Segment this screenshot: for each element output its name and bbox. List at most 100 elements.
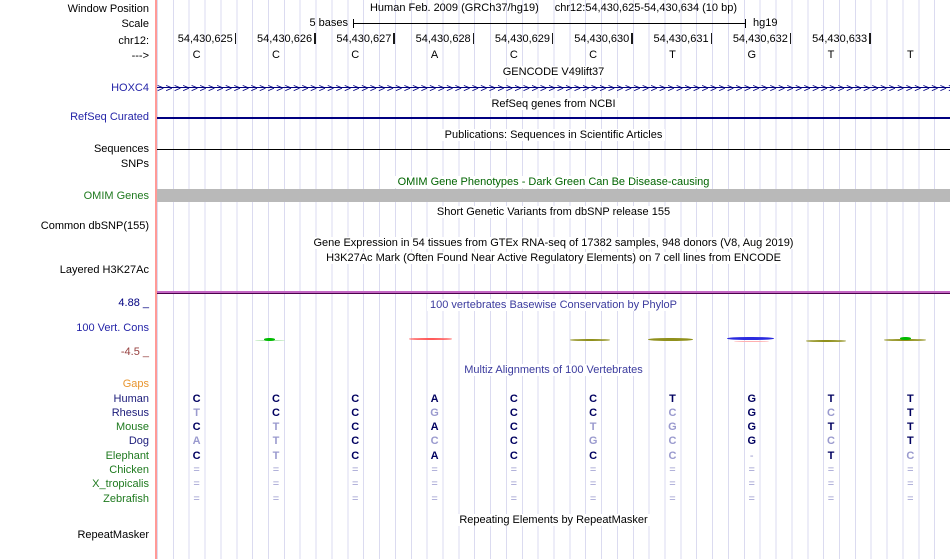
species-label-x_tropicalis[interactable]: X_tropicalis (92, 478, 149, 491)
alignment-base: = (589, 478, 597, 491)
phylop-conservation-track[interactable] (157, 0, 950, 559)
alignment-base: = (669, 492, 676, 505)
alignment-base: = (748, 478, 755, 491)
ruler-position: 54,430,632 (712, 33, 792, 46)
alignment-base: G (588, 435, 598, 448)
reference-base: C (192, 49, 201, 61)
track-label-100-vert-cons[interactable]: 100 Vert. Cons (76, 322, 149, 334)
omim-gene-bar[interactable] (157, 189, 950, 202)
alignment-base: C (827, 406, 835, 419)
alignment-row-label-gaps[interactable]: Gaps (122, 378, 149, 390)
alignment-base: C (827, 435, 835, 448)
track-label-snps[interactable]: SNPs (120, 158, 149, 170)
title-dbsnp: Short Genetic Variants from dbSNP releas… (157, 206, 950, 218)
alignment-base: = (193, 492, 200, 505)
alignment-base: = (907, 464, 914, 477)
conservation-min-value: -4.5 _ (120, 346, 149, 358)
alignment-base: C (509, 406, 518, 419)
alignment-base: C (668, 435, 677, 448)
species-label-rhesus[interactable]: Rhesus (111, 406, 149, 419)
species-label-human[interactable]: Human (113, 392, 149, 405)
alignment-base: T (669, 392, 676, 405)
title-h3k27ac: H3K27Ac Mark (Often Found Near Active Re… (157, 252, 950, 264)
alignment-base: = (510, 478, 518, 491)
alignment-base: C (192, 392, 201, 405)
alignment-base: = (193, 478, 200, 491)
species-label-dog[interactable]: Dog (128, 435, 149, 448)
genome-assembly-tag: hg19 (753, 17, 778, 29)
species-label-mouse[interactable]: Mouse (115, 421, 149, 434)
conservation-mark (409, 338, 452, 340)
ruler-tick (789, 33, 792, 44)
reference-base: C (589, 49, 598, 61)
track-label-refseq-curated[interactable]: RefSeq Curated (70, 111, 149, 123)
conservation-mark (806, 340, 846, 342)
layered-h3k27ac-signal-line[interactable] (157, 291, 950, 294)
alignment-base: = (748, 464, 755, 477)
ruler-tick (234, 33, 237, 44)
species-label-elephant[interactable]: Elephant (105, 449, 149, 462)
scale-bar-left-tick (353, 19, 354, 28)
alignment-base: C (351, 392, 360, 405)
alignment-base: = (589, 464, 597, 477)
track-label-omim-genes[interactable]: OMIM Genes (83, 190, 149, 202)
scale-bar-right-tick (745, 19, 746, 28)
title-phylop-conservation: 100 vertebrates Basewise Conservation by… (157, 299, 950, 311)
ruler-position: 54,430,625 (157, 33, 237, 46)
title-refseq: RefSeq genes from NCBI (157, 98, 950, 110)
alignment-base: = (352, 464, 359, 477)
track-label-sequences[interactable]: Sequences (93, 143, 149, 155)
alignment-base: T (906, 421, 914, 434)
alignment-base: C (351, 449, 360, 462)
alignment-base: G (430, 406, 439, 419)
alignment-base: T (906, 392, 914, 405)
reference-base: G (747, 49, 756, 61)
track-label-layered-h3k27ac[interactable]: Layered H3K27Ac (59, 264, 149, 276)
publications-sequences-line[interactable] (157, 149, 950, 150)
alignment-base: - (749, 449, 754, 462)
alignment-base: C (668, 449, 677, 462)
alignment-base: = (272, 492, 280, 505)
chrom-label: chr12: (118, 35, 149, 47)
alignment-base: T (827, 449, 835, 462)
ruler-position: 54,430,626 (236, 33, 316, 46)
alignment-base: C (271, 406, 280, 419)
title-multiz: Multiz Alignments of 100 Vertebrates (157, 364, 950, 376)
ruler-tick (869, 33, 871, 44)
alignment-base: C (589, 392, 598, 405)
refseq-curated-gene-line[interactable] (157, 117, 950, 119)
scale-bar (353, 23, 746, 24)
alignment-base: = (352, 478, 359, 491)
ruler-tick (551, 33, 554, 44)
alignment-base: T (589, 421, 597, 434)
species-label-zebrafish[interactable]: Zebrafish (103, 492, 149, 505)
species-label-chicken[interactable]: Chicken (109, 464, 149, 477)
ruler-tick (710, 33, 713, 44)
ruler-position: 54,430,630 (553, 33, 633, 46)
title-publications: Publications: Sequences in Scientific Ar… (157, 129, 950, 141)
track-label-repeatmasker[interactable]: RepeatMasker (77, 529, 149, 541)
hoxc4-gene-arrows[interactable]: >>>>>>>>>>>>>>>>>>>>>>>>>>>>>>>>>>>>>>>>… (157, 82, 950, 95)
ruler-position: 54,430,628 (395, 33, 475, 46)
reference-base: T (906, 49, 914, 61)
alignment-base: = (589, 492, 597, 505)
alignment-base: C (509, 392, 518, 405)
alignment-base: = (827, 478, 835, 491)
track-label-common-dbsnp[interactable]: Common dbSNP(155) (40, 220, 149, 232)
alignment-base: = (907, 478, 914, 491)
alignment-base: = (669, 464, 676, 477)
alignment-base: C (509, 449, 518, 462)
alignment-base: = (193, 464, 200, 477)
alignment-base: A (430, 392, 439, 405)
alignment-base: = (352, 492, 359, 505)
alignment-base: A (192, 435, 201, 448)
alignment-base: G (747, 435, 756, 448)
alignment-base: = (907, 492, 914, 505)
track-label-hoxc4[interactable]: HOXC4 (111, 82, 149, 94)
ruler-tick (472, 33, 475, 44)
alignment-base: T (272, 435, 280, 448)
